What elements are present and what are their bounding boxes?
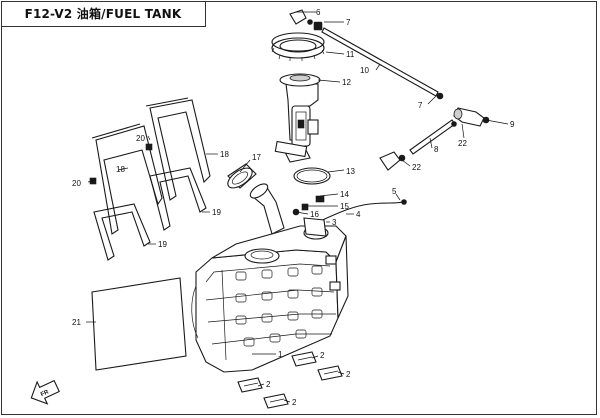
callout-5: 5 [392, 187, 397, 196]
callout-12: 12 [342, 78, 351, 87]
callout-20: 20 [136, 134, 145, 143]
callout-labels: 6 7 11 12 10 7 9 22 8 22 13 17 20 18 18 … [72, 8, 515, 407]
callout-8: 8 [434, 145, 439, 154]
callout-7: 7 [418, 101, 423, 110]
callout-15: 15 [340, 202, 349, 211]
filler-neck [249, 183, 285, 235]
callout-6: 6 [316, 8, 321, 17]
callout-2: 2 [266, 380, 271, 389]
callout-9: 9 [510, 120, 515, 129]
tank-strap-18 [91, 97, 211, 235]
callout-3: 3 [332, 218, 337, 227]
callout-1: 1 [278, 350, 283, 359]
callout-21: 21 [72, 318, 81, 327]
callout-2: 2 [346, 370, 351, 379]
rubber-pad-2 [237, 351, 343, 409]
pump-lock-ring [271, 32, 325, 61]
fuel-cap [227, 163, 257, 189]
callout-19: 19 [212, 208, 221, 217]
fuel-pump-assembly [274, 73, 321, 163]
tank-pad [91, 277, 187, 371]
callout-11: 11 [346, 50, 355, 59]
callout-17: 17 [252, 153, 261, 162]
page-title: F12-V2 油箱/FUEL TANK [24, 7, 182, 21]
strap-bolt-20 [89, 143, 153, 185]
callout-10: 10 [360, 66, 369, 75]
callout-13: 13 [346, 167, 355, 176]
vent-hose [379, 119, 457, 171]
callout-22: 22 [458, 139, 467, 148]
callout-2: 2 [320, 351, 325, 360]
front-direction-arrow-icon: FR [30, 379, 60, 405]
callout-19: 19 [158, 240, 167, 249]
callout-18: 18 [116, 165, 125, 174]
callout-4: 4 [356, 210, 361, 219]
leader-lines [86, 11, 509, 403]
pump-seal [293, 167, 331, 185]
callout-20: 20 [72, 179, 81, 188]
fuel-connector [453, 107, 490, 127]
title-block: F12-V2 油箱/FUEL TANK [1, 1, 206, 27]
callout-22: 22 [412, 163, 421, 172]
callout-18: 18 [220, 150, 229, 159]
front-arrow-label: FR [40, 389, 50, 398]
callout-7: 7 [346, 18, 351, 27]
tank-strap-19 [93, 167, 207, 261]
callout-2: 2 [292, 398, 297, 407]
fuel-tank [191, 225, 349, 373]
callout-16: 16 [310, 210, 319, 219]
small-hardware [292, 195, 327, 237]
callout-14: 14 [340, 190, 349, 199]
